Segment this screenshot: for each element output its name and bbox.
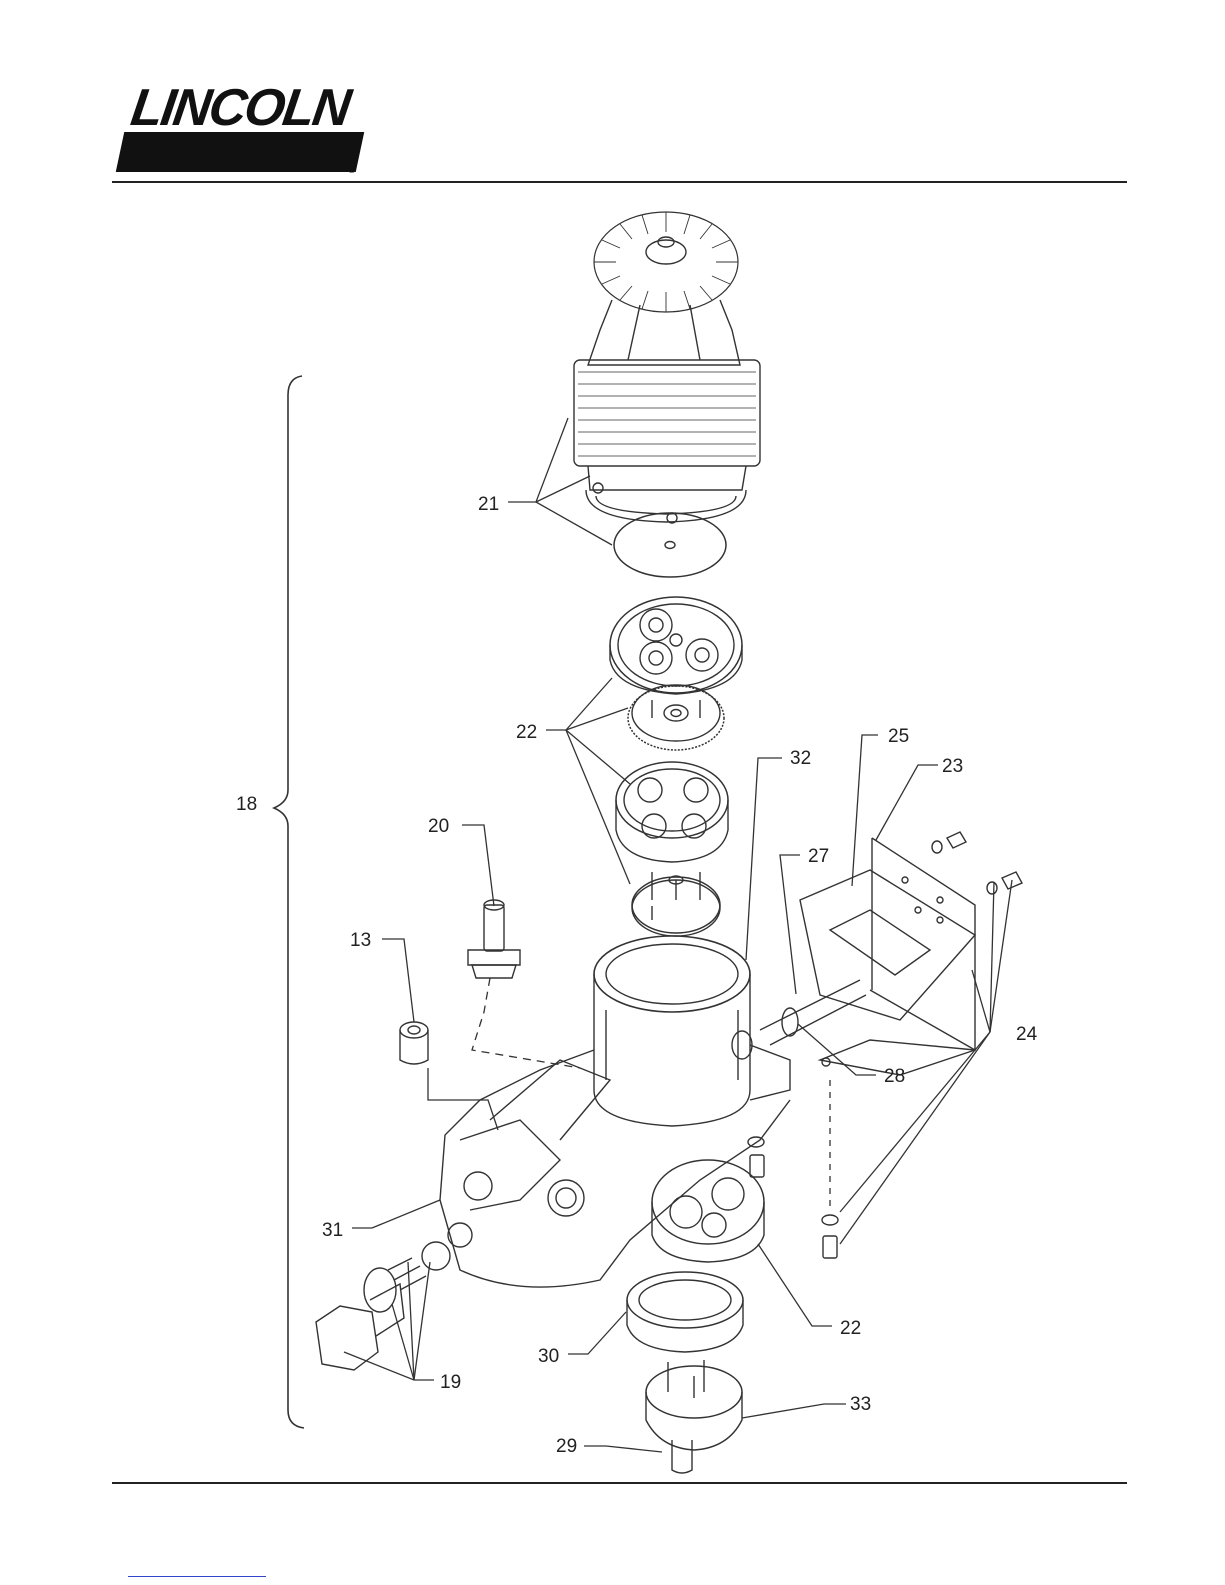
callout-32: 32 bbox=[790, 748, 811, 769]
callout-27: 27 bbox=[808, 846, 829, 867]
valve-ball bbox=[422, 1242, 450, 1270]
motor-assembly bbox=[574, 212, 760, 577]
callout-31: 31 bbox=[322, 1220, 343, 1241]
leader-lines bbox=[344, 418, 1012, 1452]
pipe-plug bbox=[400, 1022, 428, 1064]
callout-29: 29 bbox=[556, 1436, 577, 1457]
relief-valve-parts bbox=[316, 1242, 450, 1370]
motor-stator-laminations bbox=[578, 372, 756, 456]
sun-gear-disc bbox=[628, 685, 724, 750]
callout-20: 20 bbox=[428, 816, 449, 837]
callout-30: 30 bbox=[538, 1346, 559, 1367]
callout-13: 13 bbox=[350, 930, 371, 951]
port-hole-3 bbox=[448, 1223, 472, 1247]
callout-18: 18 bbox=[236, 794, 257, 815]
callout-25: 25 bbox=[888, 726, 909, 747]
callout-28: 28 bbox=[884, 1066, 905, 1087]
mounting-bracket bbox=[800, 838, 975, 1075]
callout-33: 33 bbox=[850, 1394, 871, 1415]
callout-23: 23 bbox=[942, 756, 963, 777]
breather-plug bbox=[468, 900, 520, 978]
port-hole-2 bbox=[548, 1180, 584, 1216]
callout-21: 21 bbox=[478, 494, 499, 515]
port-hole-1 bbox=[464, 1172, 492, 1200]
pin-shaft bbox=[732, 980, 866, 1059]
callout-22-lower: 22 bbox=[840, 1318, 861, 1339]
needle-bearing bbox=[627, 1272, 743, 1352]
upper-planetary-gear bbox=[610, 597, 742, 694]
callout-19: 19 bbox=[440, 1372, 461, 1393]
output-shaft bbox=[646, 1360, 742, 1473]
assembly-bracket bbox=[274, 376, 304, 1428]
middle-ring-gear bbox=[616, 762, 728, 862]
callout-22-upper: 22 bbox=[516, 722, 537, 743]
callout-24: 24 bbox=[1016, 1024, 1038, 1045]
carrier-plate bbox=[632, 872, 720, 936]
